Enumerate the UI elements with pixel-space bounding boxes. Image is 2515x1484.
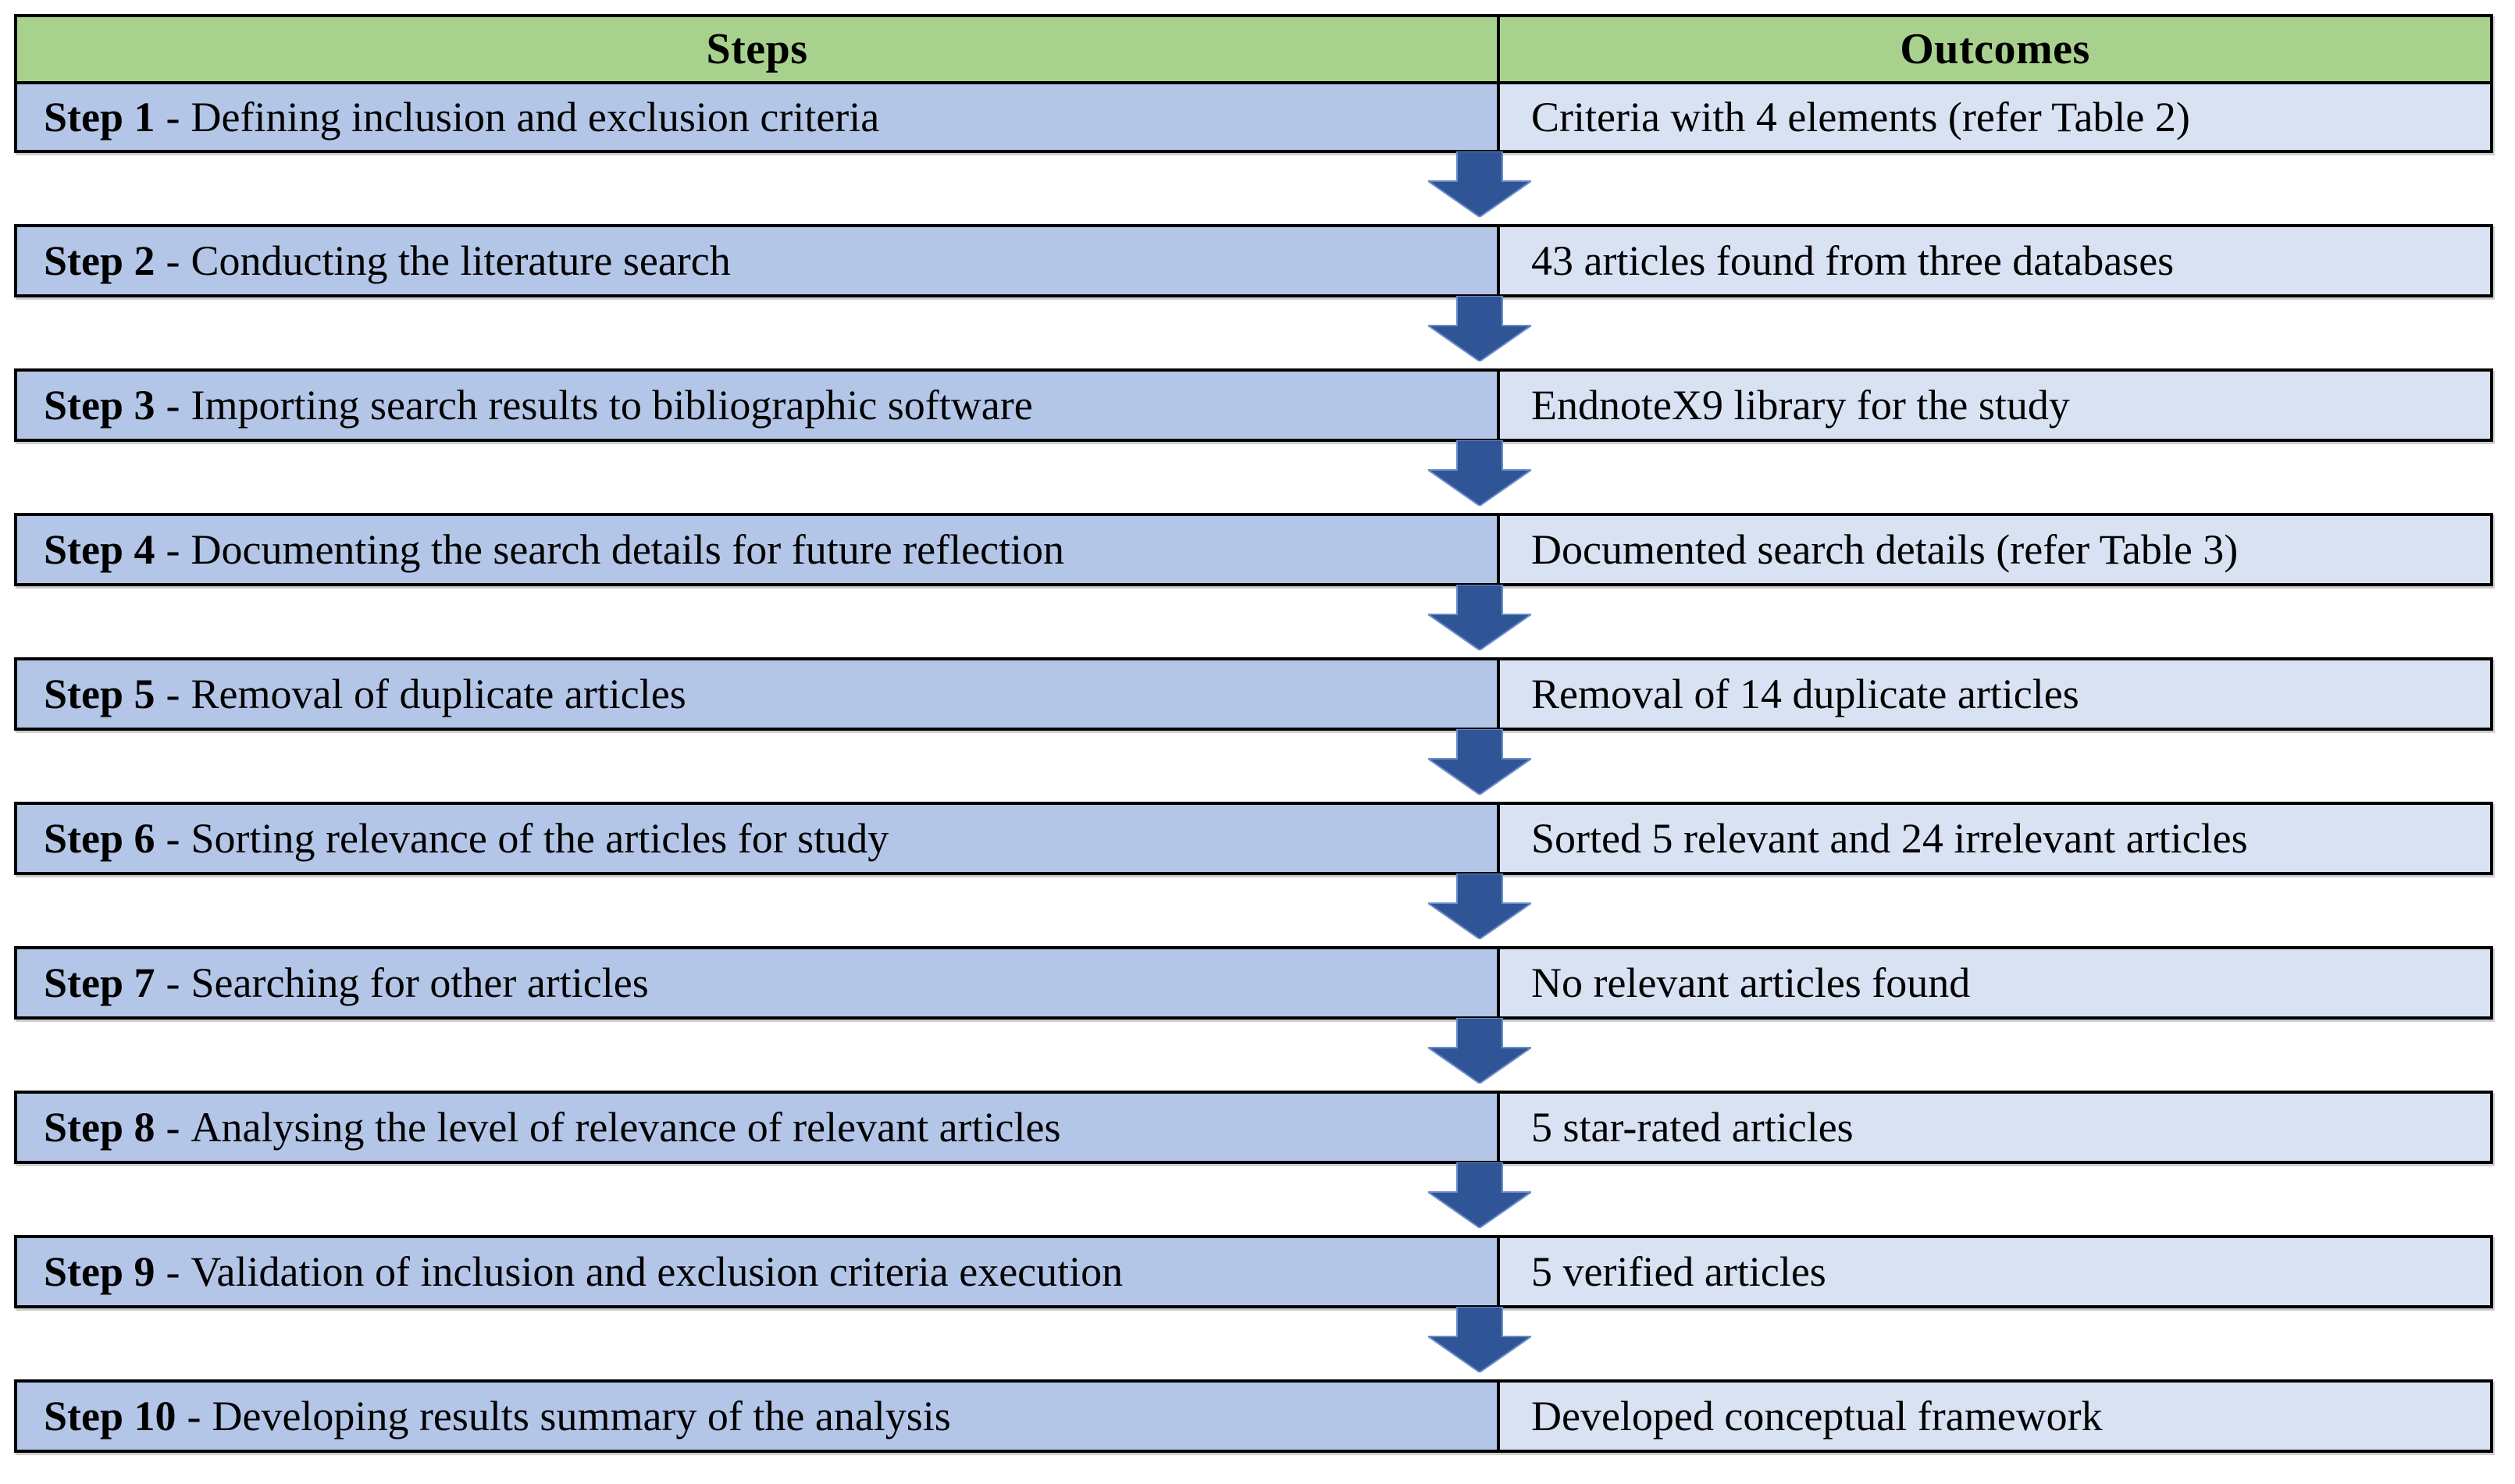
step-separator: - bbox=[166, 1248, 180, 1295]
step-description: Sorting relevance of the articles for st… bbox=[191, 815, 889, 862]
outcome-cell: Developed conceptual framework bbox=[1500, 1383, 2490, 1450]
table-row: Step 7-Searching for other articles No r… bbox=[14, 946, 2493, 1020]
step-description: Conducting the literature search bbox=[191, 237, 731, 284]
table-header-row: Steps Outcomes bbox=[17, 17, 2490, 81]
header-and-step1-block: Steps Outcomes Step 1-Defining inclusion… bbox=[14, 14, 2493, 153]
step-separator: - bbox=[166, 815, 180, 862]
step-separator: - bbox=[166, 237, 180, 284]
step-separator: - bbox=[166, 382, 180, 429]
step-cell: Step 1-Defining inclusion and exclusion … bbox=[17, 84, 1500, 150]
steps-column-header: Steps bbox=[17, 17, 1500, 81]
down-arrow-icon bbox=[1428, 585, 1531, 650]
down-arrow-icon bbox=[1428, 1018, 1531, 1084]
step-description: Defining inclusion and exclusion criteri… bbox=[191, 94, 880, 141]
table-row: Step 1-Defining inclusion and exclusion … bbox=[17, 81, 2490, 150]
table-row: Step 9-Validation of inclusion and exclu… bbox=[14, 1235, 2493, 1308]
down-arrow-icon bbox=[1428, 729, 1531, 795]
process-flow-table: Steps Outcomes Step 1-Defining inclusion… bbox=[14, 14, 2493, 1453]
table-row: Step 2-Conducting the literature search … bbox=[14, 224, 2493, 297]
step-cell: Step 9-Validation of inclusion and exclu… bbox=[17, 1238, 1500, 1305]
step-separator: - bbox=[166, 959, 180, 1006]
outcome-cell: Removal of 14 duplicate articles bbox=[1500, 660, 2490, 728]
step-description: Analysing the level of relevance of rele… bbox=[191, 1104, 1061, 1151]
table-row: Step 5-Removal of duplicate articles Rem… bbox=[14, 657, 2493, 731]
step-description: Removal of duplicate articles bbox=[191, 671, 686, 717]
step-number: Step 6 bbox=[44, 815, 155, 862]
step-description: Searching for other articles bbox=[191, 959, 649, 1006]
step-cell: Step 6-Sorting relevance of the articles… bbox=[17, 805, 1500, 872]
table-row: Step 4-Documenting the search details fo… bbox=[14, 513, 2493, 586]
step-cell: Step 10-Developing results summary of th… bbox=[17, 1383, 1500, 1450]
step-number: Step 3 bbox=[44, 382, 155, 429]
step-description: Importing search results to bibliographi… bbox=[191, 382, 1033, 429]
step-cell: Step 7-Searching for other articles bbox=[17, 949, 1500, 1016]
step-cell: Step 5-Removal of duplicate articles bbox=[17, 660, 1500, 728]
step-description: Developing results summary of the analys… bbox=[212, 1393, 951, 1440]
outcome-cell: EndnoteX9 library for the study bbox=[1500, 372, 2490, 439]
outcome-cell: Documented search details (refer Table 3… bbox=[1500, 516, 2490, 583]
step-separator: - bbox=[166, 526, 180, 573]
step-description: Validation of inclusion and exclusion cr… bbox=[191, 1248, 1124, 1295]
down-arrow-icon bbox=[1428, 1162, 1531, 1228]
outcome-cell: 5 verified articles bbox=[1500, 1238, 2490, 1305]
down-arrow-icon bbox=[1428, 874, 1531, 939]
step-number: Step 7 bbox=[44, 959, 155, 1006]
step-number: Step 8 bbox=[44, 1104, 155, 1151]
outcome-cell: No relevant articles found bbox=[1500, 949, 2490, 1016]
table-row: Step 10-Developing results summary of th… bbox=[14, 1379, 2493, 1453]
step-number: Step 2 bbox=[44, 237, 155, 284]
step-separator: - bbox=[187, 1393, 201, 1440]
step-number: Step 1 bbox=[44, 94, 155, 141]
step-cell: Step 3-Importing search results to bibli… bbox=[17, 372, 1500, 439]
outcome-cell: Sorted 5 relevant and 24 irrelevant arti… bbox=[1500, 805, 2490, 872]
outcomes-column-header: Outcomes bbox=[1500, 17, 2490, 81]
outcome-cell: Criteria with 4 elements (refer Table 2) bbox=[1500, 84, 2490, 150]
down-arrow-icon bbox=[1428, 151, 1531, 217]
step-separator: - bbox=[166, 94, 180, 141]
step-number: Step 9 bbox=[44, 1248, 155, 1295]
step-number: Step 10 bbox=[44, 1393, 176, 1440]
down-arrow-icon bbox=[1428, 440, 1531, 506]
outcome-cell: 43 articles found from three databases bbox=[1500, 227, 2490, 294]
step-separator: - bbox=[166, 1104, 180, 1151]
outcome-cell: 5 star-rated articles bbox=[1500, 1094, 2490, 1161]
step-cell: Step 8-Analysing the level of relevance … bbox=[17, 1094, 1500, 1161]
step-description: Documenting the search details for futur… bbox=[191, 526, 1065, 573]
table-row: Step 6-Sorting relevance of the articles… bbox=[14, 802, 2493, 875]
step-number: Step 4 bbox=[44, 526, 155, 573]
table-row: Step 3-Importing search results to bibli… bbox=[14, 368, 2493, 442]
table-row: Step 8-Analysing the level of relevance … bbox=[14, 1091, 2493, 1164]
down-arrow-icon bbox=[1428, 296, 1531, 361]
step-number: Step 5 bbox=[44, 671, 155, 717]
down-arrow-icon bbox=[1428, 1307, 1531, 1372]
step-cell: Step 2-Conducting the literature search bbox=[17, 227, 1500, 294]
step-cell: Step 4-Documenting the search details fo… bbox=[17, 516, 1500, 583]
step-separator: - bbox=[166, 671, 180, 717]
